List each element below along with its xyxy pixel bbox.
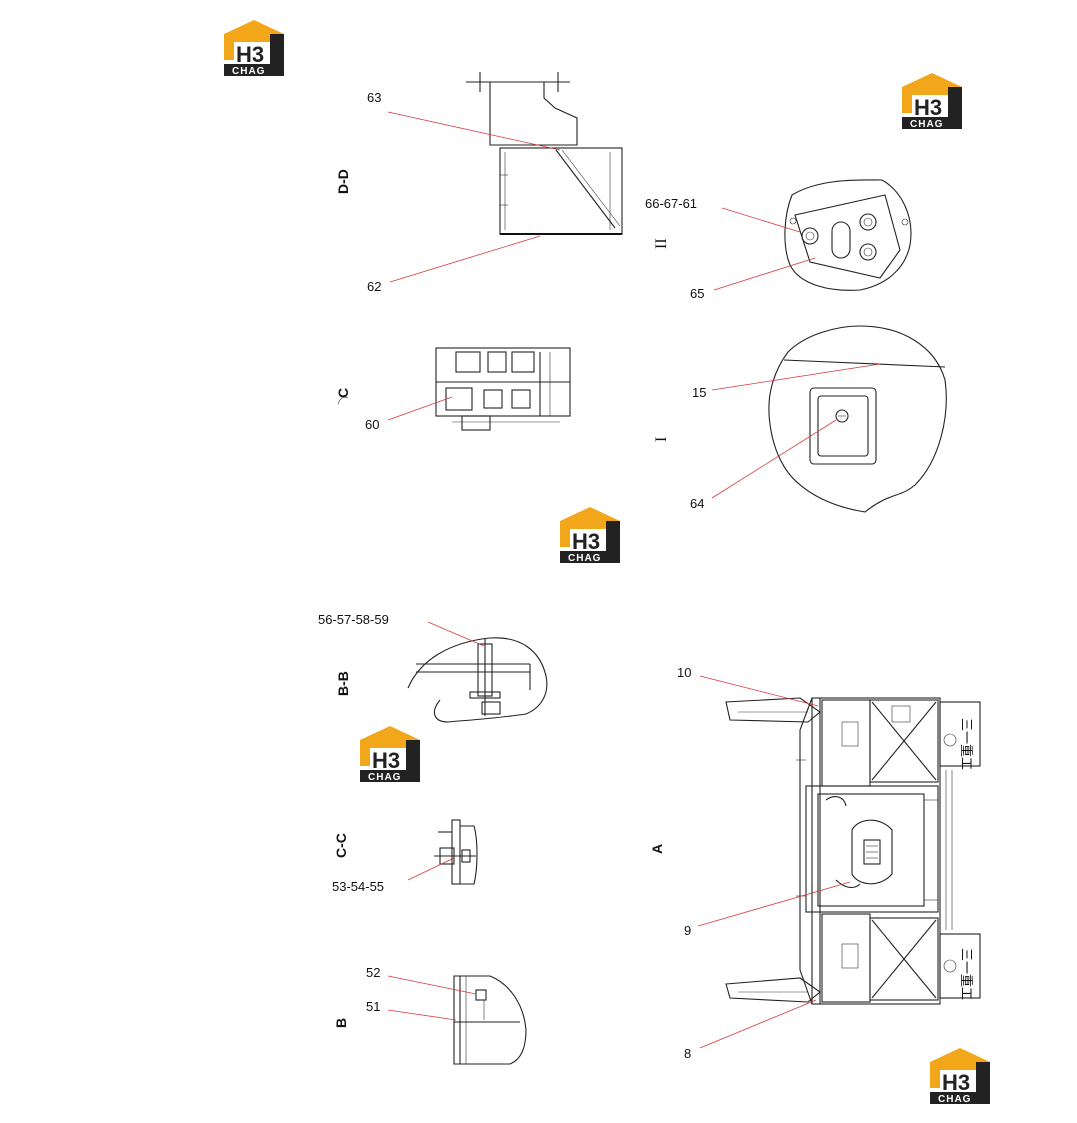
- view-a: A: [649, 665, 981, 1061]
- view-c-arrow: C 60: [335, 347, 571, 432]
- brand-mark: H3: [942, 1070, 970, 1095]
- view-label-c-arrow: C: [335, 388, 351, 398]
- view-bb: B-B 56-57-58-59: [318, 612, 548, 723]
- callout-15: 15: [692, 385, 706, 400]
- brand-text: CHAG: [232, 66, 265, 77]
- view-label-cc: C-C: [333, 833, 349, 858]
- brand-text: CHAG: [910, 119, 943, 130]
- view-dd: D-D 63 62: [335, 72, 623, 294]
- view-label-bb: B-B: [335, 671, 351, 696]
- callout-8: 8: [684, 1046, 691, 1061]
- brand-mark: H3: [236, 42, 264, 67]
- view-label-dd: D-D: [335, 169, 351, 194]
- brand-mark: H3: [914, 95, 942, 120]
- brand-text: CHAG: [938, 1094, 971, 1105]
- brand-logo-2: H3 CHAG: [902, 73, 962, 130]
- sign-top: 三一重工: [959, 718, 974, 770]
- detail-ii: II 66-67-61 65: [645, 179, 912, 301]
- callout-53-54-55: 53-54-55: [332, 879, 384, 894]
- brand-mark: H3: [372, 748, 400, 773]
- callout-51: 51: [366, 999, 380, 1014]
- callout-60: 60: [365, 417, 379, 432]
- callout-64: 64: [690, 496, 704, 511]
- brand-logo-1: H3 CHAG: [224, 20, 284, 77]
- brand-logo-5: H3 CHAG: [930, 1048, 990, 1105]
- sign-bottom: 三一重工: [959, 948, 974, 1000]
- brand-logo-3: H3 CHAG: [560, 507, 620, 564]
- brand-text: CHAG: [368, 772, 401, 783]
- callout-9: 9: [684, 923, 691, 938]
- callout-65: 65: [690, 286, 704, 301]
- view-label-a: A: [649, 844, 665, 854]
- view-b: B 52 51: [333, 965, 527, 1065]
- callout-66-67-61: 66-67-61: [645, 196, 697, 211]
- view-label-ii: II: [653, 238, 670, 249]
- view-label-i: I: [653, 437, 670, 442]
- callout-52: 52: [366, 965, 380, 980]
- brand-mark: H3: [572, 529, 600, 554]
- brand-logo-4: H3 CHAG: [360, 726, 420, 783]
- callout-10: 10: [677, 665, 691, 680]
- callout-63: 63: [367, 90, 381, 105]
- callout-56-57-58-59: 56-57-58-59: [318, 612, 389, 627]
- detail-i: I 15 64: [653, 325, 947, 513]
- view-label-b: B: [333, 1018, 349, 1028]
- view-cc: C-C 53-54-55: [332, 819, 478, 894]
- brand-text: CHAG: [568, 553, 601, 564]
- callout-62: 62: [367, 279, 381, 294]
